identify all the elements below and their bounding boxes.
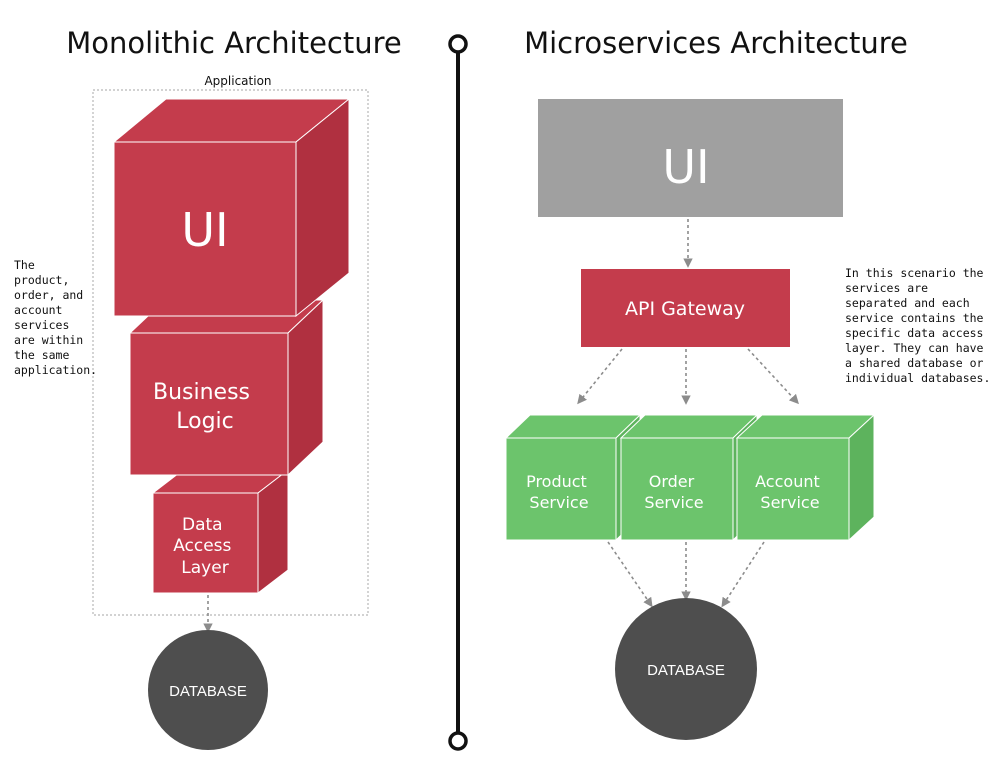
microservices-ui-box: UI xyxy=(538,99,843,217)
center-divider xyxy=(448,34,468,751)
microservices-database-label: DATABASE xyxy=(647,662,725,679)
microservices-title: Microservices Architecture xyxy=(524,26,908,60)
account-to-db-arrow xyxy=(721,541,765,608)
business-logic-cube: Business Logic xyxy=(128,298,325,477)
microservices-database: DATABASE xyxy=(615,598,757,740)
account-service-label: Account Service xyxy=(755,472,825,512)
business-logic-label: Business Logic xyxy=(153,380,257,434)
product-to-db-arrow xyxy=(607,541,653,608)
gateway-to-product-arrow xyxy=(577,348,623,405)
monolith-note: The product, order, and account services… xyxy=(14,258,97,377)
data-access-layer-cube: Data Access Layer xyxy=(151,468,290,595)
application-container xyxy=(92,89,369,616)
application-label: Application xyxy=(204,74,271,88)
monolith-title: Monolithic Architecture xyxy=(66,26,402,60)
gateway-to-account-arrow xyxy=(747,348,799,405)
product-service-label: Product Service xyxy=(526,472,592,512)
monolith-database: DATABASE xyxy=(148,630,268,750)
monolith-ui-cube: UI xyxy=(112,97,351,318)
account-service-cube: Account Service xyxy=(735,413,876,542)
microservices-note: In this scenario the services are separa… xyxy=(845,266,989,385)
product-service-cube: Product Service xyxy=(504,413,642,542)
api-gateway-box: API Gateway xyxy=(581,269,790,347)
order-service-label: Order Service xyxy=(644,472,703,512)
microservices-ui-label: UI xyxy=(662,140,709,194)
monolith-ui-label: UI xyxy=(181,203,228,257)
data-access-layer-label: Data Access Layer xyxy=(173,515,237,578)
api-gateway-label: API Gateway xyxy=(625,298,745,320)
monolith-database-label: DATABASE xyxy=(169,683,247,700)
